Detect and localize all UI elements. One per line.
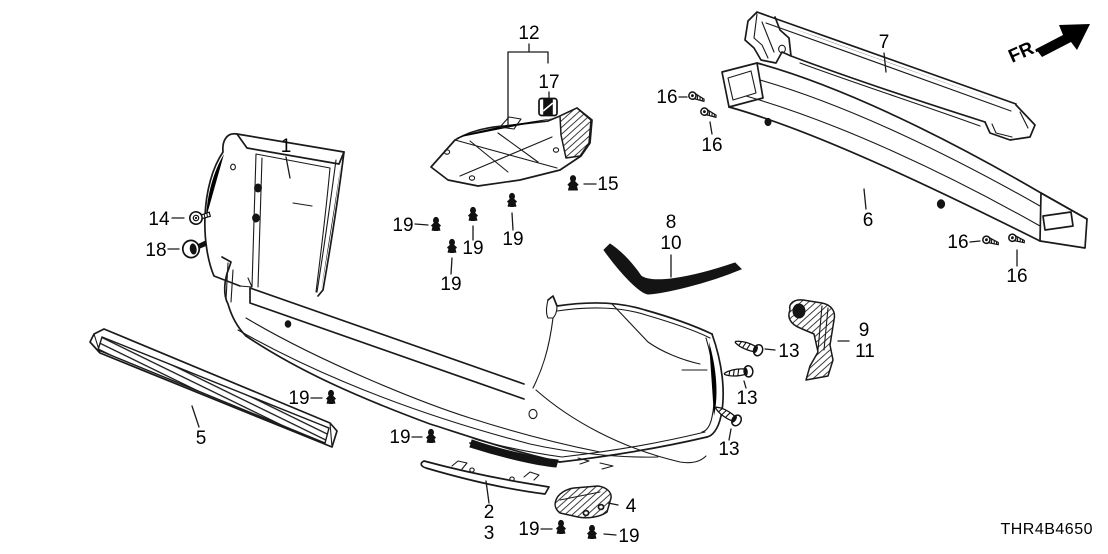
callout-part-15: 15 [597,174,618,195]
clip-19-icon [430,216,442,231]
screw-13-icon [732,335,765,358]
callout-part-13-c: 13 [718,439,739,460]
part-9-11-bracket-drawing [788,299,836,381]
callout-part-16-b: 16 [701,135,722,156]
callout-part-8: 8 [666,212,677,233]
callout-part-14: 14 [148,209,170,230]
callout-part-19-b2: 19 [618,526,639,547]
callout-part-1: 1 [281,136,292,157]
clip-15-icon [567,174,579,191]
screw-16-icon [1007,232,1026,244]
bumper-face-drawing [221,256,725,470]
callout-part-5: 5 [196,428,207,449]
callout-part-12: 12 [518,23,539,44]
clip-19-icon [425,428,437,444]
callout-part-10: 10 [660,233,681,254]
callout-part-17: 17 [538,72,559,93]
leader-lines [167,43,1018,536]
callout-part-9: 9 [859,320,870,341]
callout-part-18: 18 [145,240,166,261]
fr-direction: FR. [1005,24,1090,68]
clip-19-icon [446,238,458,253]
screw-16-icon [687,90,707,103]
clip-19-icon [325,389,337,405]
part-12-plate-drawing [430,107,593,187]
callout-part-13-b: 13 [736,388,757,409]
callout-part-19-u1: 19 [392,215,413,236]
clip-19-icon [506,192,518,207]
callout-part-19-b1: 19 [518,519,539,540]
callout-part-19-m1: 19 [288,388,309,409]
clip-19-icon [586,524,598,540]
callout-part-16-c: 16 [947,232,968,253]
screw-13-icon [723,364,755,381]
callout-part-16-d: 16 [1006,266,1027,287]
callout-part-11: 11 [855,341,875,362]
callout-labels: 1 12 17 7 16 16 15 14 18 19 19 19 19 8 1… [145,23,1027,547]
clip-18-icon [180,237,209,260]
callout-part-19-u4: 19 [440,274,461,295]
part-2-3-garnish-drawing [420,460,550,495]
part-6-bumper-beam-drawing [721,62,1088,249]
part-5-tread-plate-drawing [89,328,338,448]
callout-part-19-u3: 19 [502,229,523,250]
callout-part-19-m2: 19 [389,427,410,448]
diagram-code: THR4B4650 [1000,521,1093,538]
callout-part-6: 6 [863,210,874,231]
callout-part-16-a: 16 [656,87,677,108]
clip-19-icon [555,519,567,535]
callout-part-3: 3 [484,523,495,544]
part-7-absorber-drawing [744,11,1036,141]
callout-part-19-u2: 19 [462,238,483,259]
clip-19-icon [467,206,479,221]
callout-part-4: 4 [626,496,637,517]
part-4-bracket-drawing [554,485,612,519]
callout-part-2: 2 [484,502,495,523]
part-8-10-trim-strip-drawing [603,243,742,295]
screw-16-icon [981,234,1000,246]
part-1-side-spacer-drawing [204,132,345,297]
fr-label: FR. [1005,36,1042,68]
callout-part-7: 7 [879,32,890,53]
screw-14-icon [188,208,213,226]
fr-arrow-icon [1036,24,1090,57]
callout-part-13-a: 13 [778,341,799,362]
screw-16-icon [699,106,719,119]
clip-17-icon [538,97,558,117]
